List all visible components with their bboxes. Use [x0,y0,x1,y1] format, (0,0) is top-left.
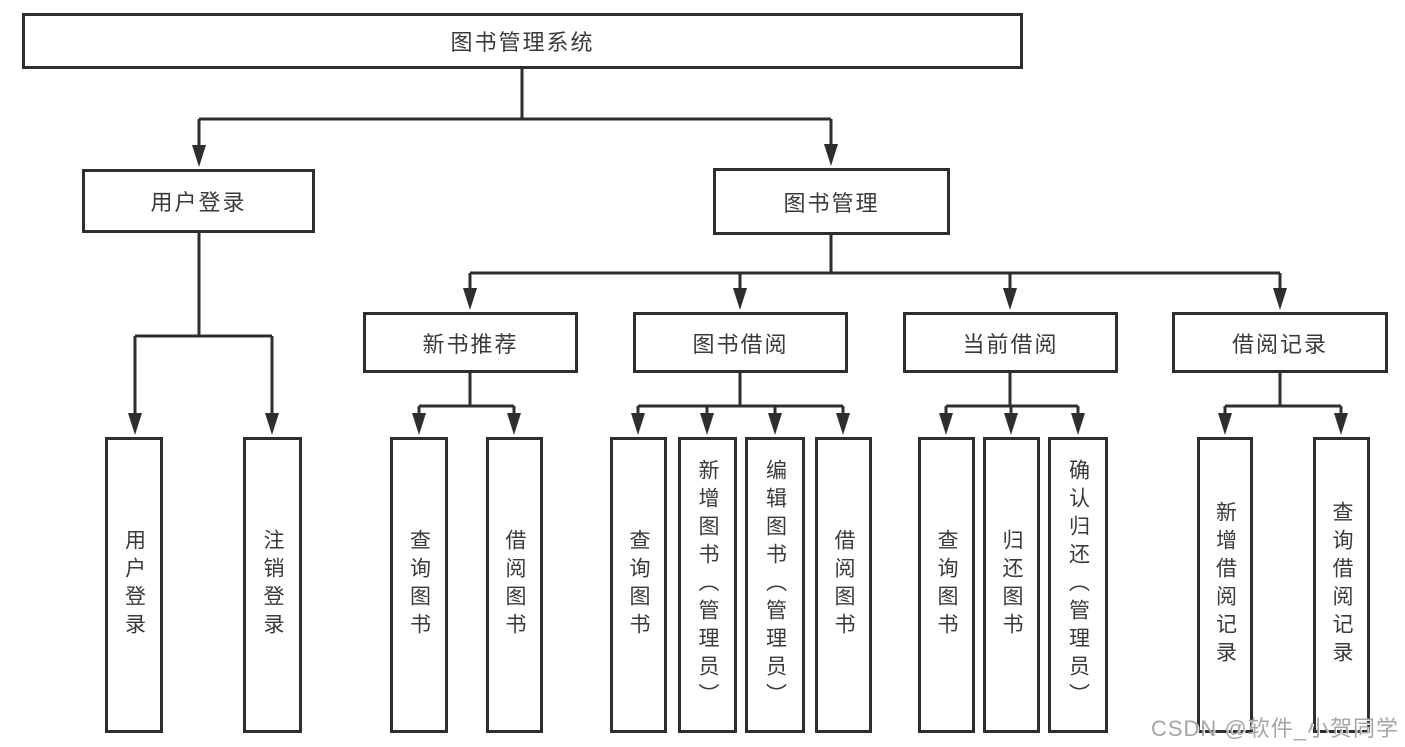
node-query-books-borrowing: 查询图书 [610,437,667,733]
node-borrow-books-borrowing: 借阅图书 [815,437,872,733]
node-root: 图书管理系统 [22,13,1023,69]
node-label: 查询图书 [407,529,431,641]
node-current-borrowing: 当前借阅 [903,312,1118,373]
node-label: 用户登录 [122,529,146,641]
node-label: 新增图书（管理员） [696,459,719,711]
csdn-watermark: CSDN @软件_小贺同学 [1150,716,1399,741]
arrowhead-icons [128,144,1348,435]
node-label: 借阅图书 [832,529,855,641]
node-label: 确认归还（管理员） [1066,459,1090,711]
node-query-books-current: 查询图书 [918,437,975,733]
node-add-borrow-record: 新增借阅记录 [1197,437,1253,733]
node-add-book-admin: 新增图书（管理员） [678,437,737,733]
node-label: 查询图书 [627,529,650,641]
node-user-login: 用户登录 [105,437,163,733]
node-user-login-group: 用户登录 [82,169,315,233]
node-query-borrow-record: 查询借阅记录 [1313,437,1370,733]
node-edit-book-admin: 编辑图书（管理员） [745,437,805,733]
node-query-books-recommend: 查询图书 [390,437,448,733]
node-return-books: 归还图书 [983,437,1040,733]
node-book-borrowing: 图书借阅 [633,312,848,373]
node-new-book-recommend: 新书推荐 [363,312,578,373]
node-borrow-books-recommend: 借阅图书 [486,437,543,733]
node-borrow-records: 借阅记录 [1172,312,1388,373]
node-book-management: 图书管理 [713,168,950,235]
node-label: 借阅图书 [503,529,526,641]
node-label: 编辑图书（管理员） [763,459,787,711]
node-logout: 注销登录 [243,437,302,733]
node-confirm-return-admin: 确认归还（管理员） [1048,437,1108,733]
node-label: 归还图书 [1000,529,1023,641]
node-label: 注销登录 [261,529,284,641]
node-label: 查询借阅记录 [1330,501,1353,669]
node-label: 查询图书 [935,529,958,641]
node-label: 新增借阅记录 [1213,501,1237,669]
